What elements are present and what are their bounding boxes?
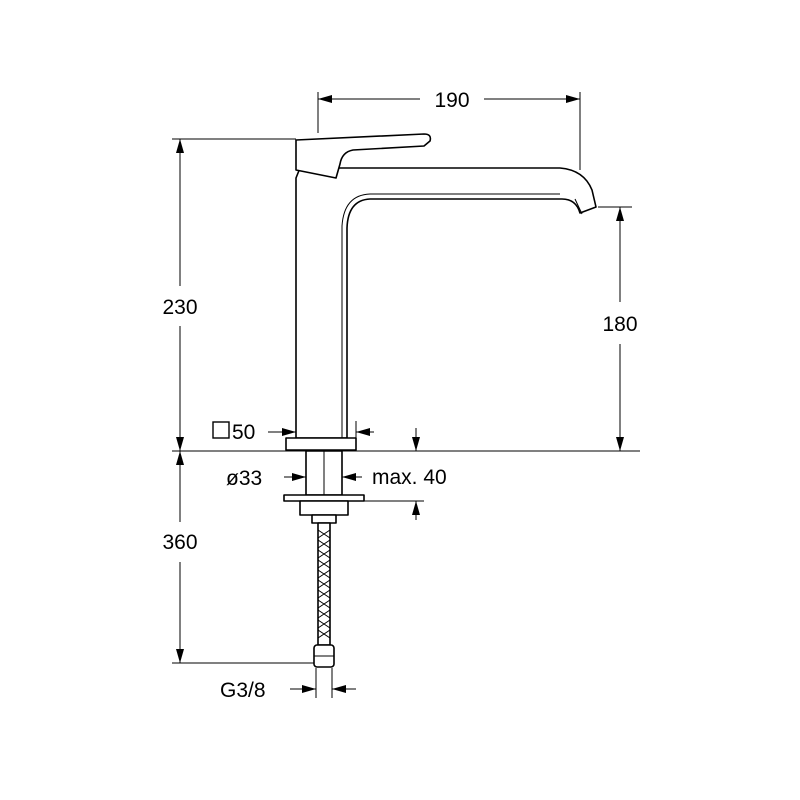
max-deck-thickness-label: max. 40 — [372, 466, 447, 489]
spout-outline — [295, 167, 597, 439]
dim-total-height: 230 — [162, 138, 296, 451]
hose-collar — [311, 514, 337, 524]
dim-spout-height: 180 — [598, 206, 638, 451]
dim-hose-connection: G3/8 — [220, 668, 356, 702]
square-symbol-icon — [212, 421, 230, 439]
spout-reach-label: 190 — [434, 89, 469, 112]
hose-length-label: 360 — [162, 531, 197, 554]
hose-connection-label: G3/8 — [220, 679, 266, 702]
faucet-body — [285, 133, 597, 451]
dim-spout-reach: 190 — [317, 89, 581, 170]
dim-base-size: 50 — [212, 421, 374, 444]
dim-shank-diameter: ø33 — [226, 467, 362, 490]
base-size-label: 50 — [232, 421, 255, 444]
fixing-nut — [299, 500, 349, 516]
dim-hose-length: 360 — [162, 451, 314, 664]
mounting-assembly — [283, 450, 365, 668]
total-height-label: 230 — [162, 296, 197, 319]
fixing-washer — [283, 494, 365, 502]
dim-max-deck-thickness: max. 40 — [348, 428, 447, 520]
lever-handle — [295, 133, 432, 179]
base-flange — [285, 437, 357, 451]
aerator-tip — [574, 198, 583, 215]
shank-diameter-label: ø33 — [226, 467, 262, 490]
spout-inner-line — [341, 193, 560, 438]
spout-height-label: 180 — [602, 313, 637, 336]
hose-braid-pattern — [317, 529, 331, 639]
